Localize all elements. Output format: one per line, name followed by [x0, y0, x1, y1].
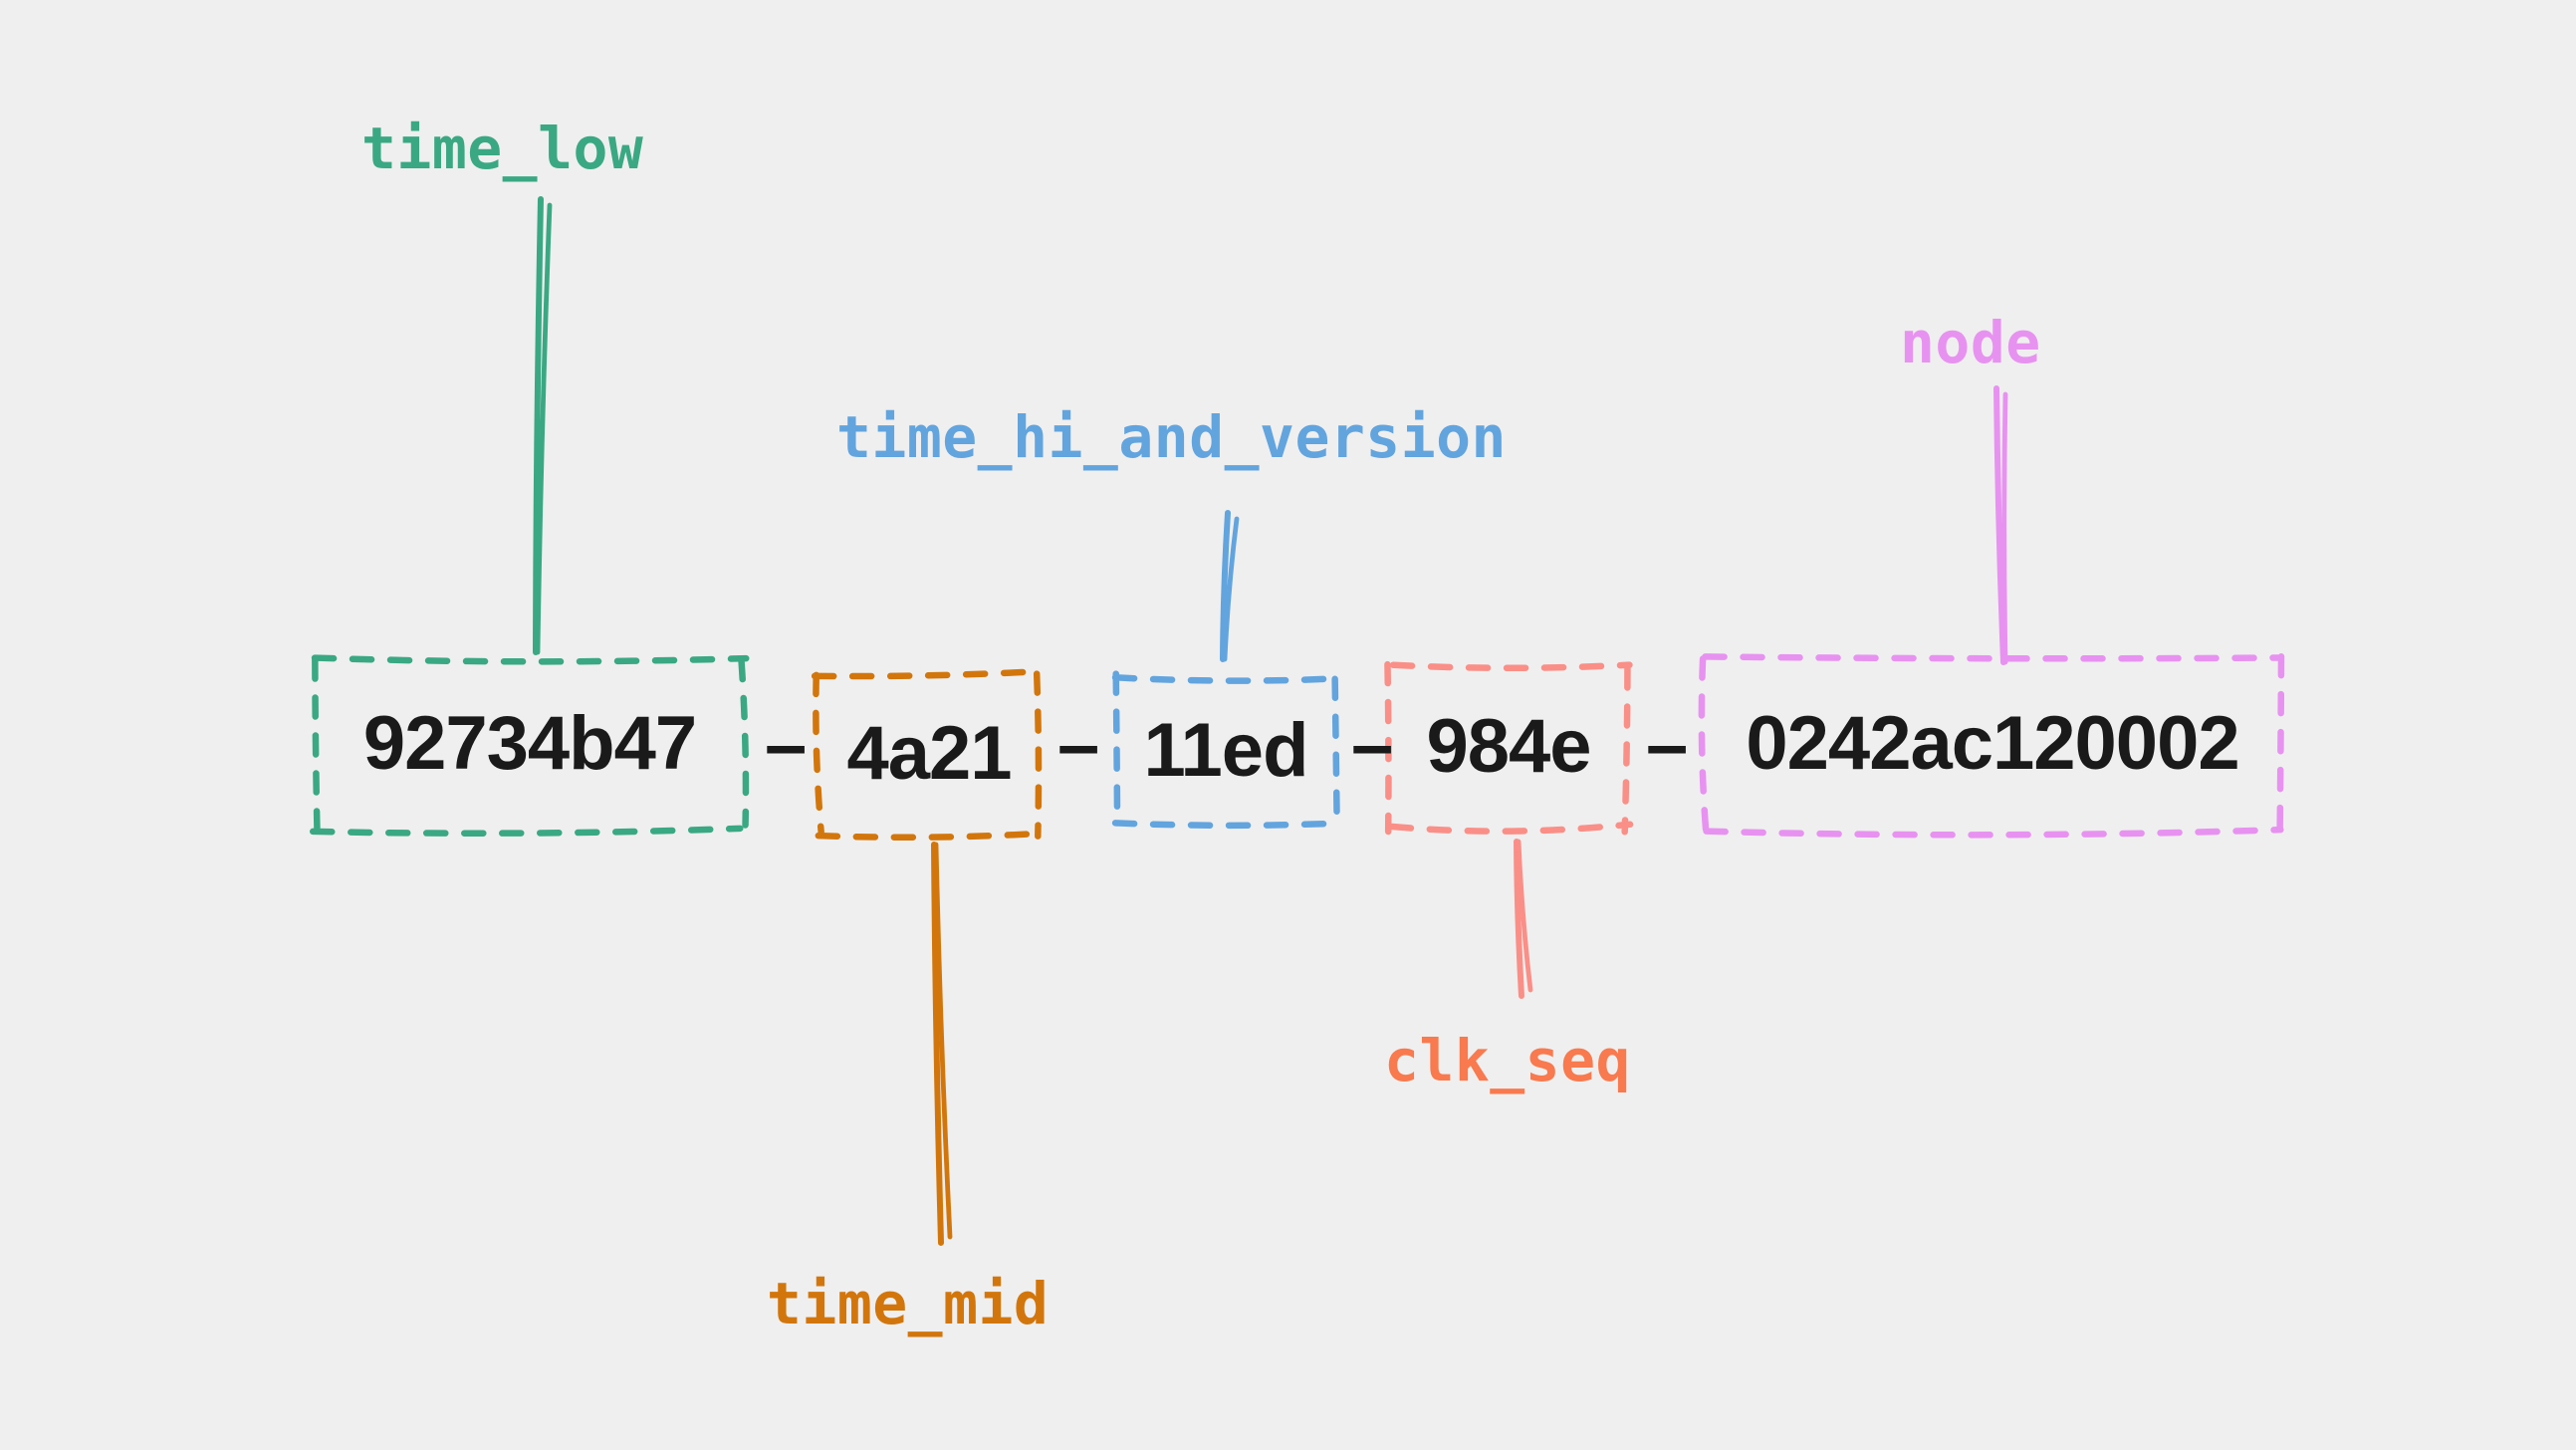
- field-label-node: node: [1900, 309, 2041, 376]
- field-label-time-mid: time_mid: [767, 1270, 1050, 1337]
- uuid-separator-dash: –: [1646, 702, 1689, 787]
- hex-segment-clk-seq: 984e: [1426, 704, 1591, 789]
- field-label-time-low: time_low: [361, 115, 644, 182]
- uuid-separator-dash: –: [765, 702, 808, 787]
- hex-segment-time-mid: 4a21: [846, 711, 1012, 796]
- field-label-time-hi-and-version: time_hi_and_version: [836, 403, 1507, 471]
- uuid-separator-dash: –: [1351, 702, 1394, 787]
- hex-segment-node: 0242ac120002: [1746, 701, 2239, 786]
- uuid-separator-dash: –: [1057, 702, 1100, 787]
- hex-segment-time-low: 92734b47: [362, 701, 697, 786]
- field-label-clk-seq: clk_seq: [1384, 1027, 1631, 1094]
- hex-segment-time-hi-and-version: 11ed: [1143, 708, 1308, 793]
